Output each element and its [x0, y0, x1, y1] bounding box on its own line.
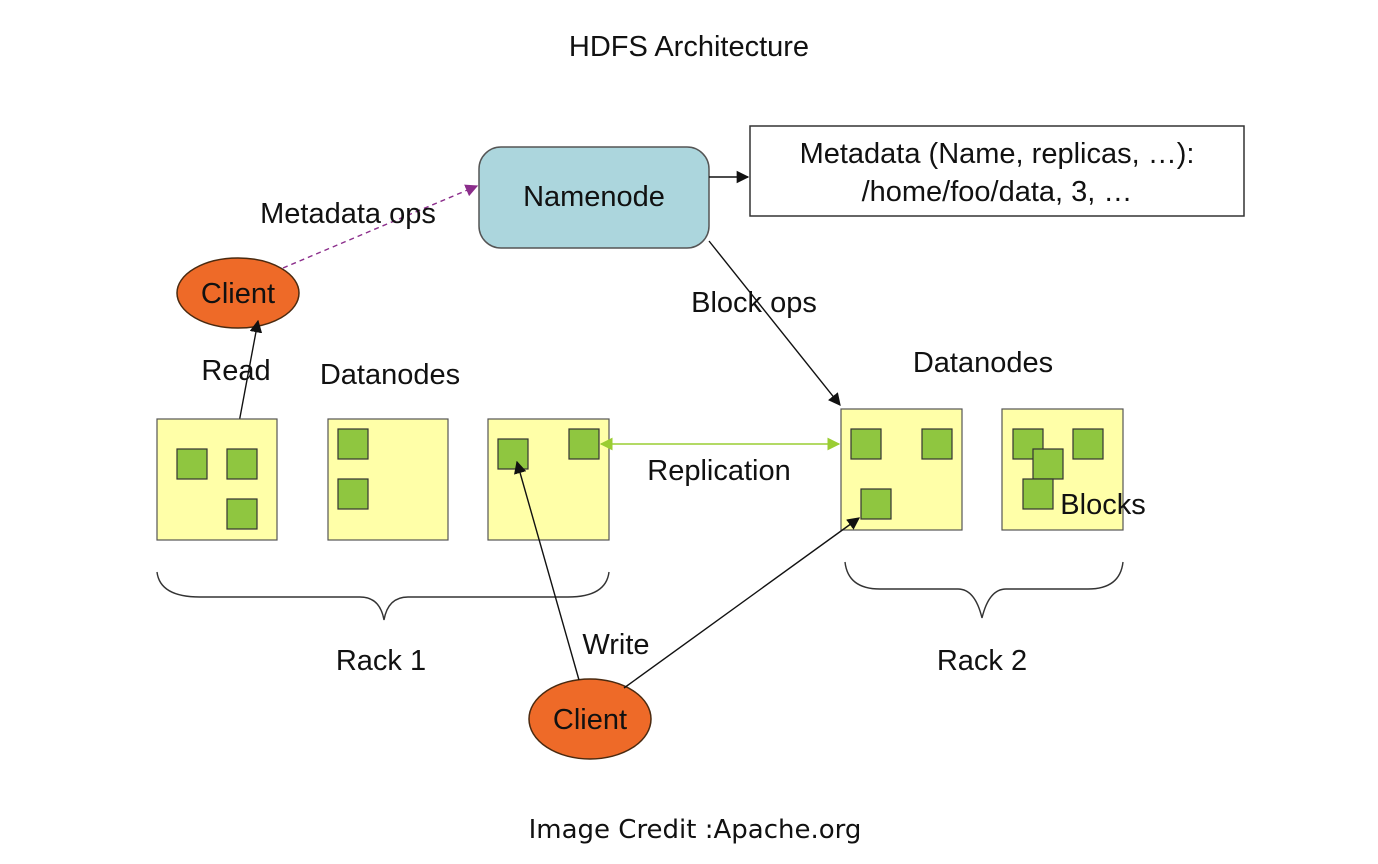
- metadata-line-2: /home/foo/data, 3, …: [862, 176, 1133, 208]
- write-label: Write: [582, 629, 649, 661]
- metadata-line-1: Metadata (Name, replicas, …):: [800, 138, 1195, 170]
- client-bottom: Client: [528, 678, 652, 760]
- rack2-datanode-2: [1001, 408, 1124, 531]
- block: [1032, 448, 1064, 480]
- client-top-ellipse: [176, 257, 300, 329]
- read-label: Read: [201, 355, 270, 387]
- metadata-ops-label: Metadata ops: [260, 198, 436, 230]
- block: [860, 488, 892, 520]
- metadata-ops-arrow: [282, 184, 479, 269]
- datanode-box: [156, 418, 278, 541]
- namenode-label: Namenode: [523, 181, 665, 213]
- block: [1022, 478, 1054, 510]
- datanodes-right-label: Datanodes: [913, 347, 1053, 379]
- read-arrow: [237, 319, 263, 429]
- block: [176, 448, 208, 480]
- block: [1072, 428, 1104, 460]
- rack1-brace: [156, 571, 610, 621]
- write-arrow-rack1: [514, 460, 580, 681]
- client-top-label: Client: [201, 278, 275, 310]
- block: [921, 428, 953, 460]
- block: [568, 428, 600, 460]
- metadata-box: Metadata (Name, replicas, …): /home/foo/…: [749, 125, 1245, 217]
- client-bottom-ellipse: [528, 678, 652, 760]
- write-arrow-rack2: [623, 517, 861, 689]
- rack1-datanode-1: [156, 418, 278, 541]
- block: [226, 498, 258, 530]
- block: [850, 428, 882, 460]
- datanodes-left-label: Datanodes: [320, 359, 460, 391]
- namenode-box: [478, 146, 710, 249]
- diagram-title: HDFS Architecture: [569, 31, 809, 63]
- rack1-label: Rack 1: [336, 645, 426, 677]
- block-ops-label: Block ops: [691, 287, 817, 319]
- rack1-datanode-2: [327, 418, 449, 541]
- replication-label: Replication: [647, 455, 790, 487]
- client-top: Client: [176, 257, 300, 329]
- rack2-label: Rack 2: [937, 645, 1027, 677]
- block: [497, 438, 529, 470]
- block: [226, 448, 258, 480]
- rack2-brace: [844, 561, 1124, 619]
- block: [337, 428, 369, 460]
- datanode-box: [840, 408, 963, 531]
- client-bottom-label: Client: [553, 704, 627, 736]
- block-ops-arrow: [708, 240, 841, 406]
- rack1-datanode-3: [487, 418, 610, 541]
- metadata-box-frame: [749, 125, 1245, 217]
- namenode: Namenode: [478, 146, 710, 249]
- block: [337, 478, 369, 510]
- rack2-datanode-1: [840, 408, 963, 531]
- image-credit: Image Credit :Apache.org: [529, 815, 862, 845]
- blocks-label: Blocks: [1060, 489, 1145, 521]
